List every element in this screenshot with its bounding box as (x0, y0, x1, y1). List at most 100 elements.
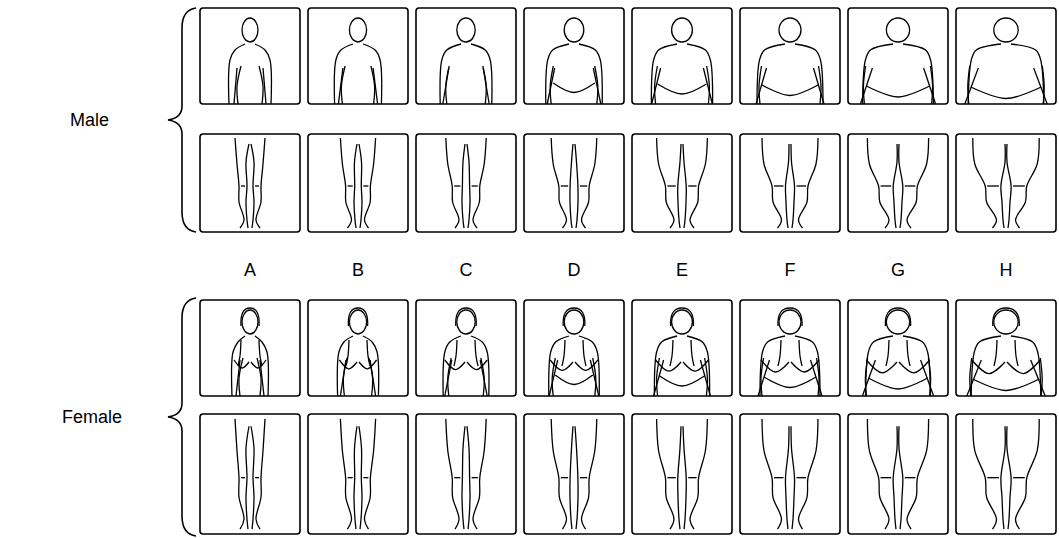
figure-frame (632, 8, 732, 104)
body-outline (549, 336, 569, 396)
body-outline (930, 66, 932, 104)
body-outline (579, 44, 602, 104)
body-outline (359, 360, 377, 369)
hair-outline (671, 308, 694, 326)
figure-frame (740, 300, 840, 396)
body-outline (348, 477, 353, 478)
body-outline (259, 66, 263, 104)
figure-frame (848, 134, 948, 232)
legs-figure (632, 414, 732, 534)
body-outline (764, 377, 816, 388)
figure-frame (740, 8, 840, 104)
body-outline (683, 360, 708, 371)
body-outline (255, 477, 259, 478)
body-outline (238, 340, 241, 366)
figure-frame (308, 414, 408, 534)
body-outline (340, 138, 351, 228)
legs-figure (956, 414, 1056, 534)
body-outline (551, 138, 566, 228)
body-outline (971, 87, 1041, 99)
body-outline (688, 477, 696, 478)
column-letter: H (956, 259, 1056, 281)
body-outline (583, 340, 586, 366)
body-outline (546, 44, 569, 104)
head-outline (564, 310, 584, 334)
torso-figure (524, 300, 624, 396)
legs-figure (956, 134, 1056, 232)
body-outline (1007, 360, 1040, 374)
figure-frame (848, 300, 948, 396)
body-outline (1031, 360, 1046, 396)
head-outline (457, 18, 475, 42)
body-outline (863, 66, 865, 104)
body-outline (761, 360, 789, 372)
body-outline (367, 340, 370, 366)
body-outline (707, 66, 710, 104)
body-outline (550, 360, 573, 370)
body-outline (867, 419, 889, 529)
body-outline (467, 144, 470, 228)
body-outline (339, 360, 357, 369)
column-letter: G (848, 259, 948, 281)
column-letter: A (200, 259, 300, 281)
body-outline (239, 358, 243, 396)
body-outline (658, 84, 707, 94)
body-outline (893, 426, 897, 529)
body-outline (1015, 419, 1039, 529)
body-outline (683, 426, 686, 529)
body-outline (581, 138, 596, 228)
body-outline (1007, 426, 1011, 529)
figure-frame (956, 300, 1056, 396)
body-outline (687, 336, 710, 396)
body-outline (654, 336, 677, 396)
body-outline (235, 138, 244, 228)
body-outline (655, 66, 658, 104)
body-outline (334, 44, 353, 104)
legs-figure (308, 414, 408, 534)
body-outline (454, 477, 460, 478)
body-outline (237, 66, 241, 104)
legs-figure (524, 414, 624, 534)
torso-figure (956, 8, 1056, 104)
body-outline (570, 144, 573, 228)
figure-frame (740, 134, 840, 232)
body-outline (1013, 477, 1025, 478)
head-outline (242, 310, 258, 334)
body-outline (987, 477, 999, 478)
body-outline (660, 376, 705, 386)
body-outline (462, 144, 465, 228)
body-outline (762, 138, 782, 228)
column-letter: E (632, 259, 732, 281)
body-outline (973, 379, 1039, 391)
body-outline (346, 340, 349, 366)
body-outline (795, 336, 820, 396)
torso-figure (740, 300, 840, 396)
figure-frame (524, 300, 624, 396)
body-outline (575, 144, 578, 228)
body-outline (473, 419, 486, 529)
figure-frame (956, 414, 1056, 534)
body-outline (791, 144, 795, 228)
body-outline (561, 185, 568, 186)
legs-figure (848, 134, 948, 232)
figure-frame (200, 8, 300, 104)
figure-frame (632, 414, 732, 534)
body-outline (651, 44, 677, 104)
body-outline (251, 426, 254, 529)
legs-figure (416, 414, 516, 534)
body-outline (760, 336, 785, 396)
figure-frame (848, 414, 948, 534)
body-outline (1001, 426, 1005, 529)
body-outline (255, 44, 271, 104)
body-outline (259, 340, 262, 366)
head-outline (779, 18, 801, 42)
body-outline (798, 138, 818, 228)
hair-outline (241, 308, 259, 326)
body-outline (580, 477, 587, 478)
torso-figure (956, 300, 1056, 396)
body-outline (255, 185, 259, 186)
legs-figure (416, 134, 516, 232)
torso-figure (308, 8, 408, 104)
body-outline (928, 358, 930, 396)
body-outline (446, 66, 449, 104)
